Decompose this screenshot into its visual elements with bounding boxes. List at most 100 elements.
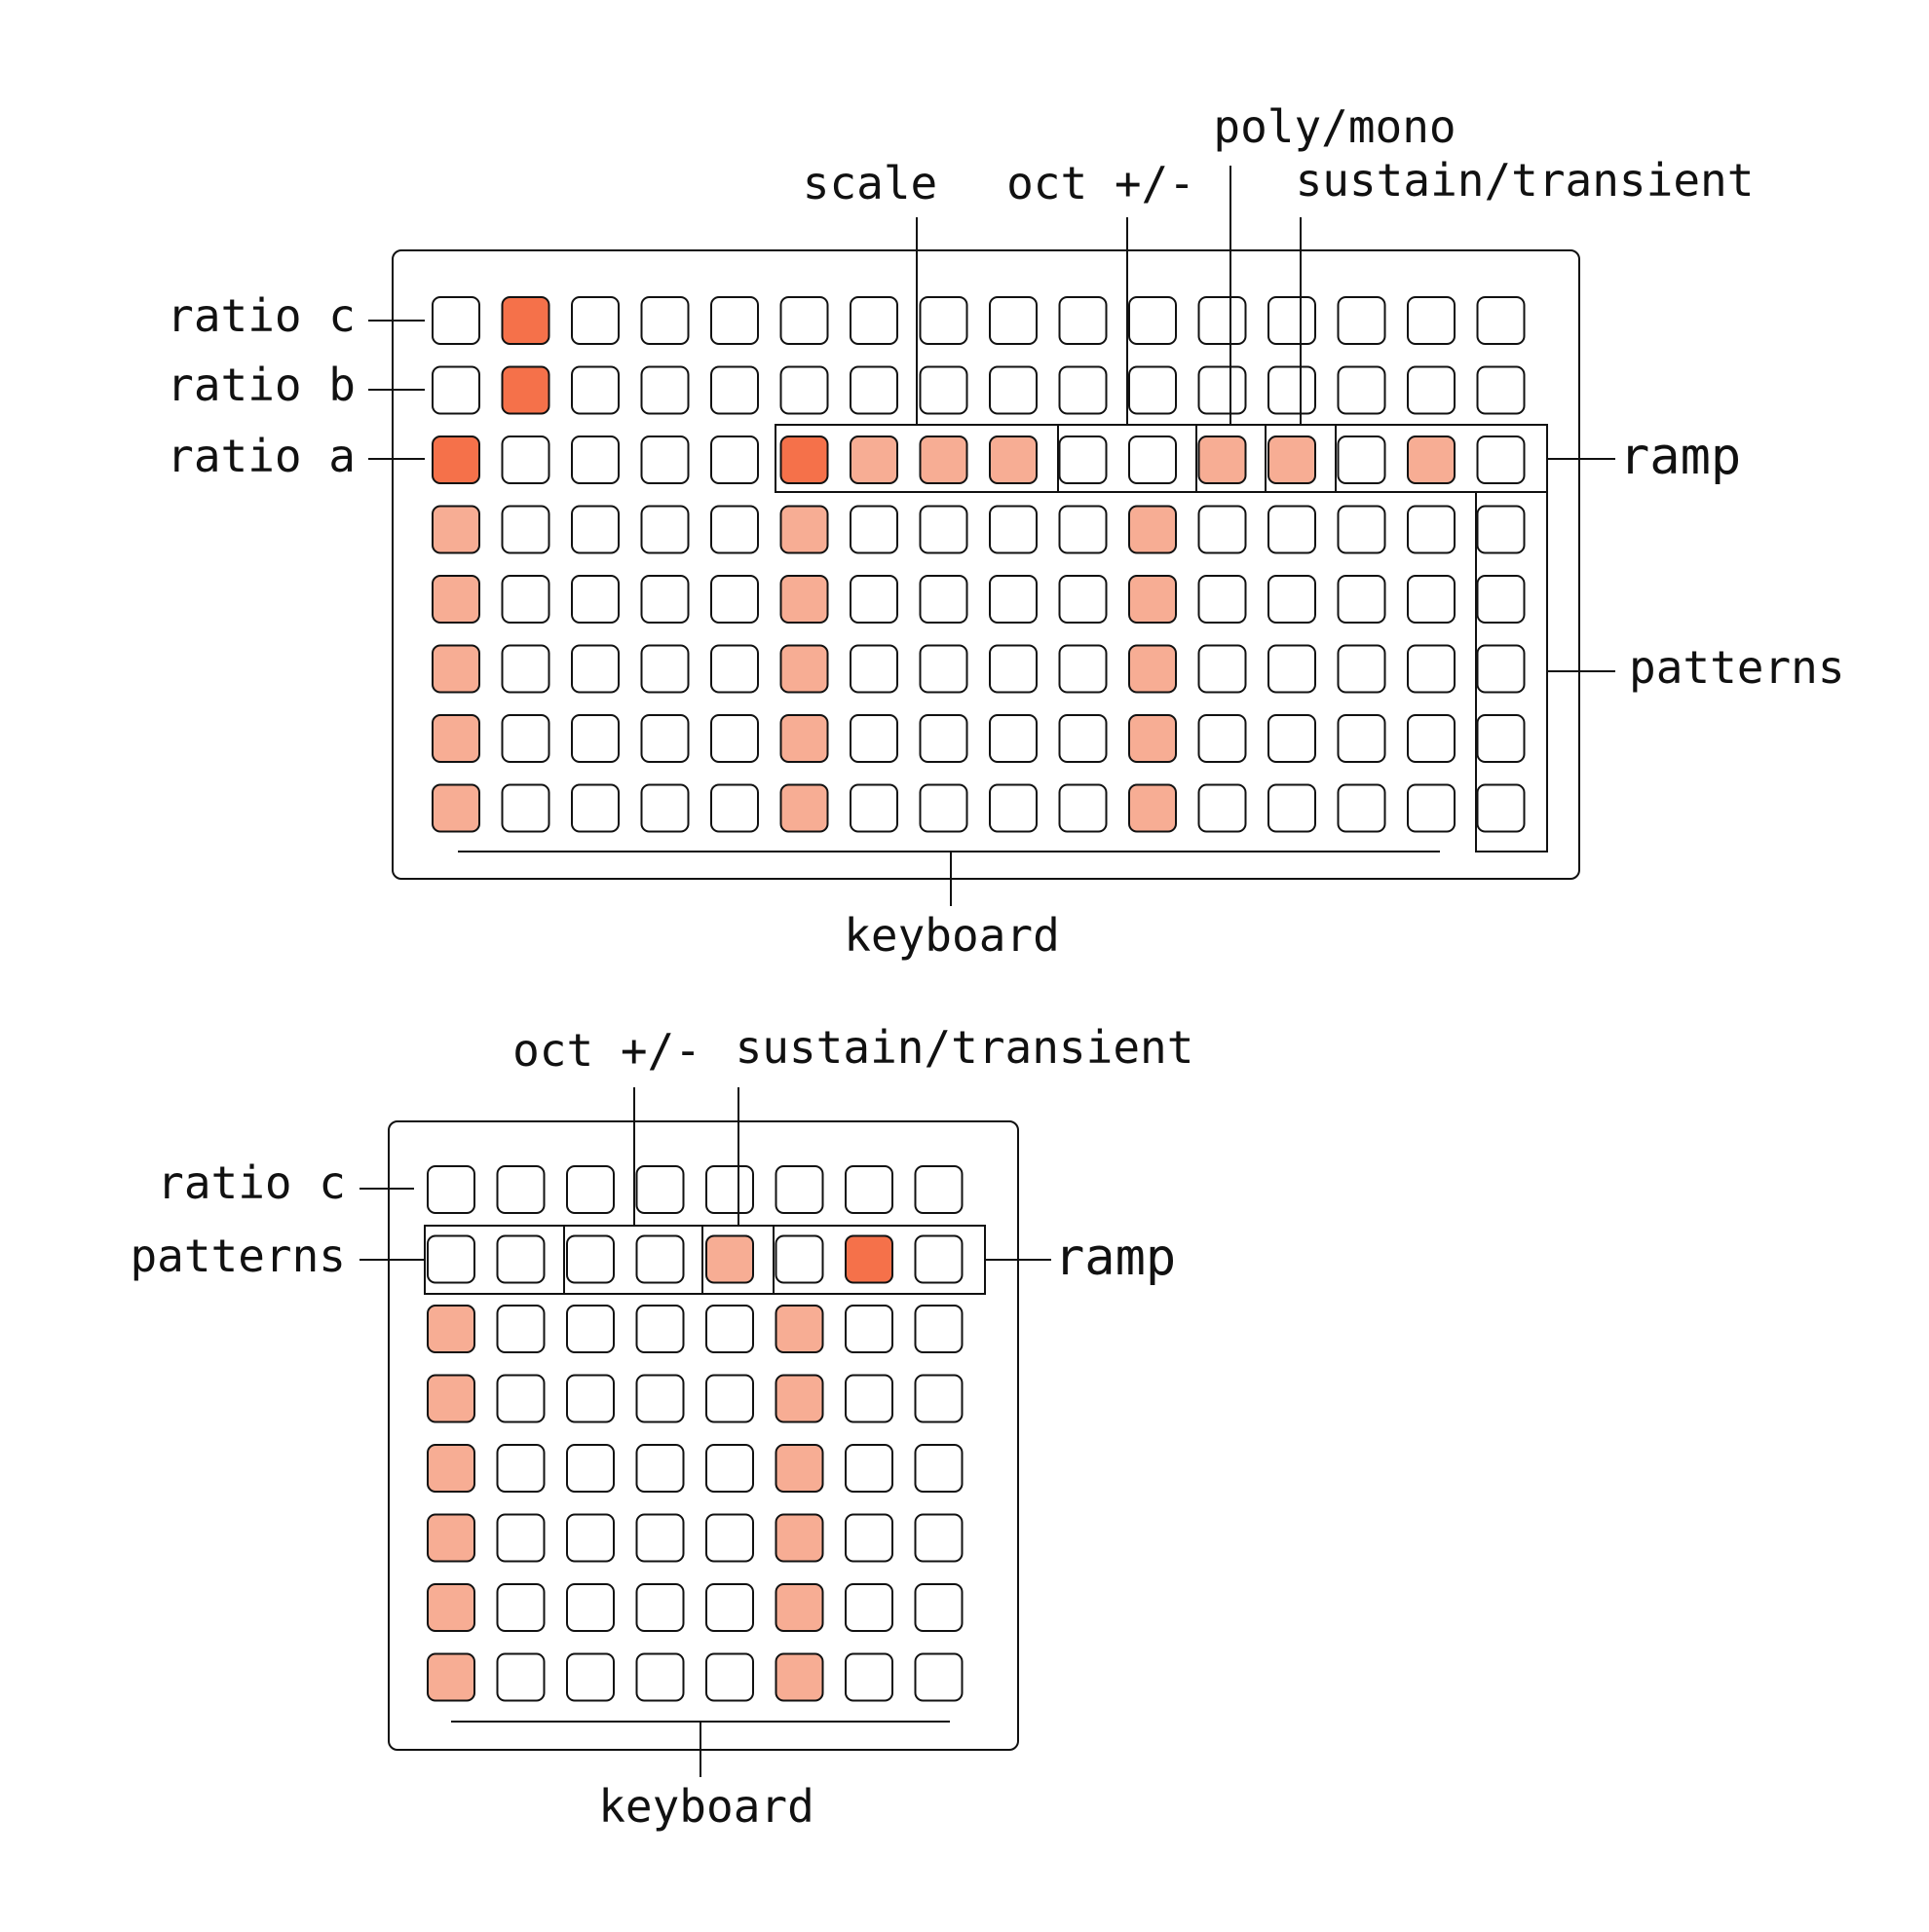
grid-128-key-r6-c5[interactable] <box>710 644 759 694</box>
grid-128-key-r2-c3[interactable] <box>571 365 620 415</box>
grid-64-key-r5-c3[interactable] <box>566 1444 615 1493</box>
grid-128-key-r7-c16[interactable] <box>1476 714 1526 763</box>
grid-64-key-r8-c8[interactable] <box>914 1652 964 1702</box>
grid-128-key-r5-c14[interactable] <box>1337 575 1386 624</box>
grid-128-key-r1-c5[interactable] <box>710 296 759 345</box>
grid-128-key-r7-c7[interactable] <box>850 714 898 763</box>
grid-64-key-r2-c3[interactable] <box>566 1234 615 1284</box>
grid-128-key-r6-c11[interactable] <box>1128 644 1177 694</box>
grid-64-key-r1-c6[interactable] <box>775 1165 824 1214</box>
grid-128-key-r2-c13[interactable] <box>1267 365 1316 415</box>
grid-64-key-r2-c2[interactable] <box>496 1234 546 1284</box>
grid-128-key-r7-c13[interactable] <box>1267 714 1316 763</box>
grid-64-key-r4-c8[interactable] <box>914 1374 964 1423</box>
grid-64-key-r8-c2[interactable] <box>496 1652 546 1702</box>
grid-128-key-r5-c8[interactable] <box>919 575 968 624</box>
grid-128-key-r3-c4[interactable] <box>640 436 690 484</box>
grid-128-key-r6-c14[interactable] <box>1337 644 1386 694</box>
grid-128-key-r1-c6[interactable] <box>779 296 829 345</box>
grid-128-key-r2-c4[interactable] <box>640 365 690 415</box>
grid-128-key-r4-c6[interactable] <box>779 505 829 554</box>
grid-128-key-r8-c6[interactable] <box>779 783 829 833</box>
grid-128-key-r2-c2[interactable] <box>501 365 550 415</box>
grid-64-key-r4-c7[interactable] <box>845 1374 893 1423</box>
grid-128-key-r3-c3[interactable] <box>571 436 620 484</box>
grid-128-key-r8-c14[interactable] <box>1337 783 1386 833</box>
grid-128-key-r7-c8[interactable] <box>919 714 968 763</box>
grid-64-key-r5-c2[interactable] <box>496 1444 546 1493</box>
grid-128-key-r3-c9[interactable] <box>989 436 1038 484</box>
grid-128-key-r3-c10[interactable] <box>1058 436 1108 484</box>
grid-64-key-r3-c7[interactable] <box>845 1305 893 1353</box>
grid-128-key-r1-c2[interactable] <box>501 296 550 345</box>
grid-128-key-r2-c14[interactable] <box>1337 365 1386 415</box>
grid-64-key-r4-c1[interactable] <box>427 1374 475 1423</box>
grid-128-key-r3-c2[interactable] <box>501 436 550 484</box>
grid-64-key-r5-c6[interactable] <box>775 1444 824 1493</box>
grid-128-key-r5-c16[interactable] <box>1476 575 1526 624</box>
grid-128-key-r5-c7[interactable] <box>850 575 898 624</box>
grid-128-key-r6-c9[interactable] <box>989 644 1038 694</box>
grid-128-key-r4-c15[interactable] <box>1407 505 1456 554</box>
grid-64-key-r3-c3[interactable] <box>566 1305 615 1353</box>
grid-128-key-r6-c12[interactable] <box>1197 644 1247 694</box>
grid-128-key-r6-c7[interactable] <box>850 644 898 694</box>
grid-128-key-r8-c11[interactable] <box>1128 783 1177 833</box>
grid-128-key-r3-c1[interactable] <box>432 436 480 484</box>
grid-128-key-r8-c2[interactable] <box>501 783 550 833</box>
grid-128-key-r8-c13[interactable] <box>1267 783 1316 833</box>
grid-128-key-r1-c4[interactable] <box>640 296 690 345</box>
grid-128-key-r2-c6[interactable] <box>779 365 829 415</box>
grid-64-key-r1-c8[interactable] <box>914 1165 964 1214</box>
grid-128-key-r6-c3[interactable] <box>571 644 620 694</box>
grid-128-key-r8-c10[interactable] <box>1058 783 1108 833</box>
grid-128-key-r3-c11[interactable] <box>1128 436 1177 484</box>
grid-128-key-r5-c11[interactable] <box>1128 575 1177 624</box>
grid-128-key-r5-c9[interactable] <box>989 575 1038 624</box>
grid-64-key-r8-c7[interactable] <box>845 1652 893 1702</box>
grid-64-key-r6-c8[interactable] <box>914 1513 964 1563</box>
grid-128-key-r7-c1[interactable] <box>432 714 480 763</box>
grid-64-key-r1-c1[interactable] <box>427 1165 475 1214</box>
grid-64-key-r6-c5[interactable] <box>705 1513 754 1563</box>
grid-128-key-r1-c15[interactable] <box>1407 296 1456 345</box>
grid-128-key-r3-c8[interactable] <box>919 436 968 484</box>
grid-128-key-r2-c12[interactable] <box>1197 365 1247 415</box>
grid-64-key-r5-c4[interactable] <box>635 1444 685 1493</box>
grid-128-key-r8-c9[interactable] <box>989 783 1038 833</box>
grid-128-key-r3-c6[interactable] <box>779 436 829 484</box>
grid-128-key-r3-c16[interactable] <box>1476 436 1526 484</box>
grid-128-key-r6-c2[interactable] <box>501 644 550 694</box>
grid-128-key-r8-c7[interactable] <box>850 783 898 833</box>
grid-128-key-r6-c6[interactable] <box>779 644 829 694</box>
grid-128-key-r6-c8[interactable] <box>919 644 968 694</box>
grid-128-key-r6-c1[interactable] <box>432 644 480 694</box>
grid-64-key-r5-c5[interactable] <box>705 1444 754 1493</box>
grid-128-key-r8-c4[interactable] <box>640 783 690 833</box>
grid-128-key-r7-c9[interactable] <box>989 714 1038 763</box>
grid-64-key-r3-c1[interactable] <box>427 1305 475 1353</box>
grid-128-key-r4-c16[interactable] <box>1476 505 1526 554</box>
grid-64-key-r4-c2[interactable] <box>496 1374 546 1423</box>
grid-64-key-r1-c5[interactable] <box>705 1165 754 1214</box>
grid-128-key-r2-c10[interactable] <box>1058 365 1108 415</box>
grid-128-key-r7-c6[interactable] <box>779 714 829 763</box>
grid-64-key-r5-c8[interactable] <box>914 1444 964 1493</box>
grid-64-key-r7-c1[interactable] <box>427 1583 475 1632</box>
grid-128-key-r1-c3[interactable] <box>571 296 620 345</box>
grid-128-key-r1-c16[interactable] <box>1476 296 1526 345</box>
grid-128-key-r4-c1[interactable] <box>432 505 480 554</box>
grid-128-key-r1-c8[interactable] <box>919 296 968 345</box>
grid-128-key-r7-c4[interactable] <box>640 714 690 763</box>
grid-64-key-r4-c5[interactable] <box>705 1374 754 1423</box>
grid-64-key-r2-c7[interactable] <box>845 1234 893 1284</box>
grid-128-key-r4-c7[interactable] <box>850 505 898 554</box>
grid-64-key-r3-c8[interactable] <box>914 1305 964 1353</box>
grid-128-key-r7-c15[interactable] <box>1407 714 1456 763</box>
grid-128-key-r1-c13[interactable] <box>1267 296 1316 345</box>
grid-64-key-r3-c4[interactable] <box>635 1305 685 1353</box>
grid-64-key-r7-c4[interactable] <box>635 1583 685 1632</box>
grid-64-key-r7-c7[interactable] <box>845 1583 893 1632</box>
grid-64-key-r5-c7[interactable] <box>845 1444 893 1493</box>
grid-128-key-r4-c2[interactable] <box>501 505 550 554</box>
